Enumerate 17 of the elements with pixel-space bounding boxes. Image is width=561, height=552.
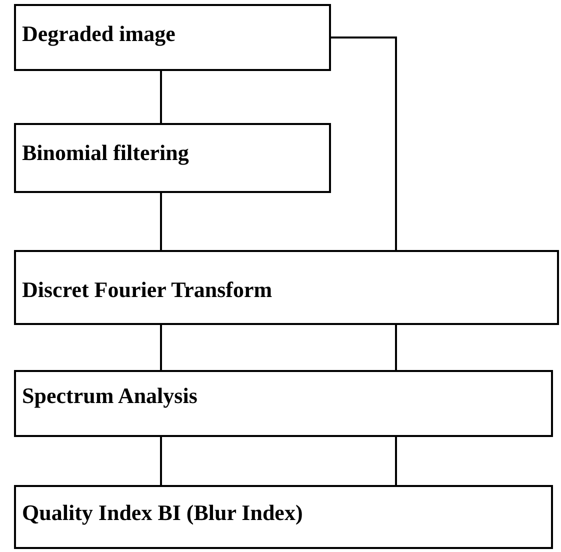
process-box [14,4,331,71]
connector-line [160,437,162,485]
connector-line [395,325,397,370]
box-label: Quality Index BI (Blur Index) [22,499,304,526]
box-label: Degraded image [22,20,176,48]
connector-line [395,437,397,485]
process-box [14,123,331,193]
connector-line [160,325,162,370]
process-box [14,485,553,549]
box-label: Binomial filtering [22,139,190,166]
process-box [14,250,559,325]
box-label: Discret Fourier Transform [22,276,274,304]
connector-line [331,36,397,250]
connector-line [160,193,162,250]
connector-line [160,71,162,123]
process-box [14,370,553,437]
box-label: Spectrum Analysis [22,382,198,410]
